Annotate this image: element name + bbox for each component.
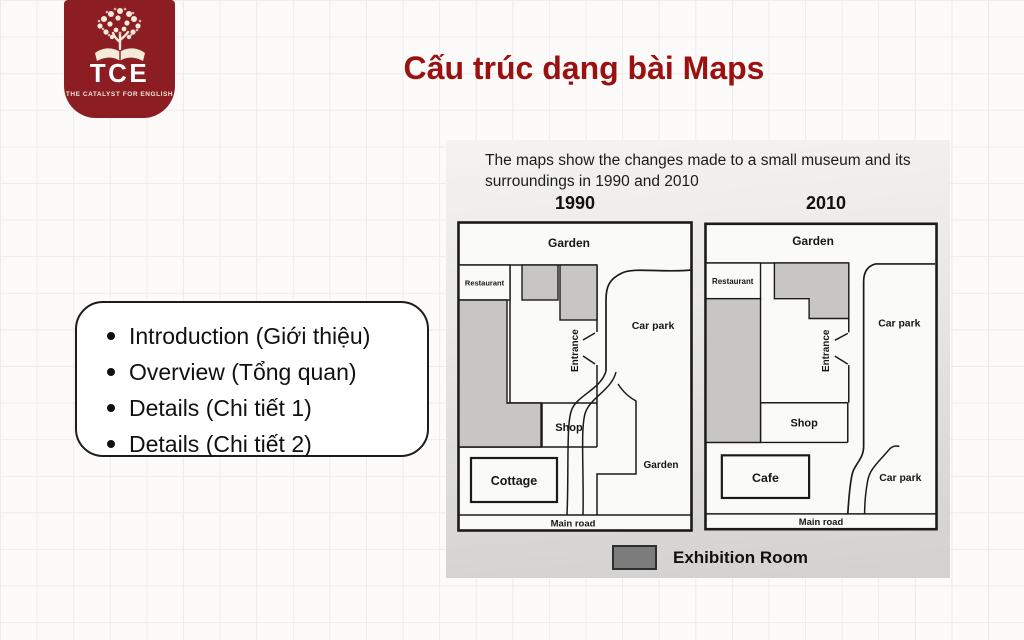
map-2010-year-label: 2010 [805,193,847,213]
bullet-icon [107,368,115,376]
road-hook [887,445,900,451]
shop-label: Shop [555,422,583,434]
outline-item-label: Overview (Tổng quan) [129,359,357,385]
car-park-boundary [605,269,692,371]
outline-item-label: Details (Chi tiết 1) [129,395,312,421]
map-2010: Garden Restaurant Entrance Car park Shop… [704,222,938,531]
shop-label: Shop [791,418,819,430]
outline-item-label: Introduction (Giới thiệu) [129,323,371,349]
caption-line-2: surroundings in 1990 and 2010 [485,173,699,190]
car-park-bottom-label: Car park [879,473,921,484]
exhibition-room-west [458,299,542,448]
cafe-building [720,454,811,500]
entrance-marks [834,332,849,365]
list-item: Introduction (Giới thiệu) [107,318,417,354]
logo-tagline: THE CATALYST FOR ENGLISH [65,91,174,98]
tree-book-icon [94,7,145,61]
maps-figure: The maps show the changes made to a smal… [446,140,950,578]
list-item: Overview (Tổng quan) [107,354,417,390]
logo-text: TCE [89,58,150,88]
outline-box: Introduction (Giới thiệu) Overview (Tổng… [75,301,429,457]
shop-walls [705,402,849,444]
bullet-icon [107,332,115,340]
exhibition-room-north-2 [559,264,598,321]
garden-bottom-label: Garden [643,460,678,471]
road-right-edge [581,371,617,516]
garden-top-label: Garden [792,234,834,248]
garden-top-label: Garden [548,236,590,250]
exhibition-room-west [705,297,762,444]
restaurant-building [705,262,762,300]
tce-logo: TCE THE CATALYST FOR ENGLISH [64,0,175,118]
outline-item-label: Details (Chi tiết 2) [129,431,312,457]
restaurant-building [458,264,511,301]
entrance-marks [582,332,596,365]
entrance-label: Entrance [821,329,832,372]
list-item: Details (Chi tiết 2) [107,426,417,462]
map-1990-year-label: 1990 [554,193,596,213]
restaurant-label: Restaurant [712,277,754,286]
caption-line-1: The maps show the changes made to a smal… [485,152,911,169]
bullet-icon [107,404,115,412]
cafe-label: Cafe [752,471,779,485]
cottage-label: Cottage [491,474,538,488]
garden-bottom-boundary [596,383,637,515]
main-road-label: Main road [799,516,844,527]
bullet-icon [107,440,115,448]
entrance-label: Entrance [570,329,581,372]
road-left-edge [566,370,607,516]
exhibition-room-swatch [612,545,657,570]
restaurant-label: Restaurant [465,279,505,288]
legend-label: Exhibition Room [673,548,809,567]
list-item: Details (Chi tiết 1) [107,390,417,426]
exhibition-room-north [773,262,850,320]
car-park-top-label: Car park [878,318,920,329]
road-right-edge [863,449,889,514]
main-road-label: Main road [551,519,596,530]
page-title: Cấu trúc dạng bài Maps [403,50,765,86]
car-park-label: Car park [632,320,675,332]
map-1990: Garden Restaurant Entrance Car park Shop… [457,221,693,532]
cottage-building [469,456,559,504]
exhibition-room-north-1 [521,264,559,301]
figure-caption: The maps show the changes made to a smal… [485,150,935,192]
car-park-boundary [846,263,936,514]
